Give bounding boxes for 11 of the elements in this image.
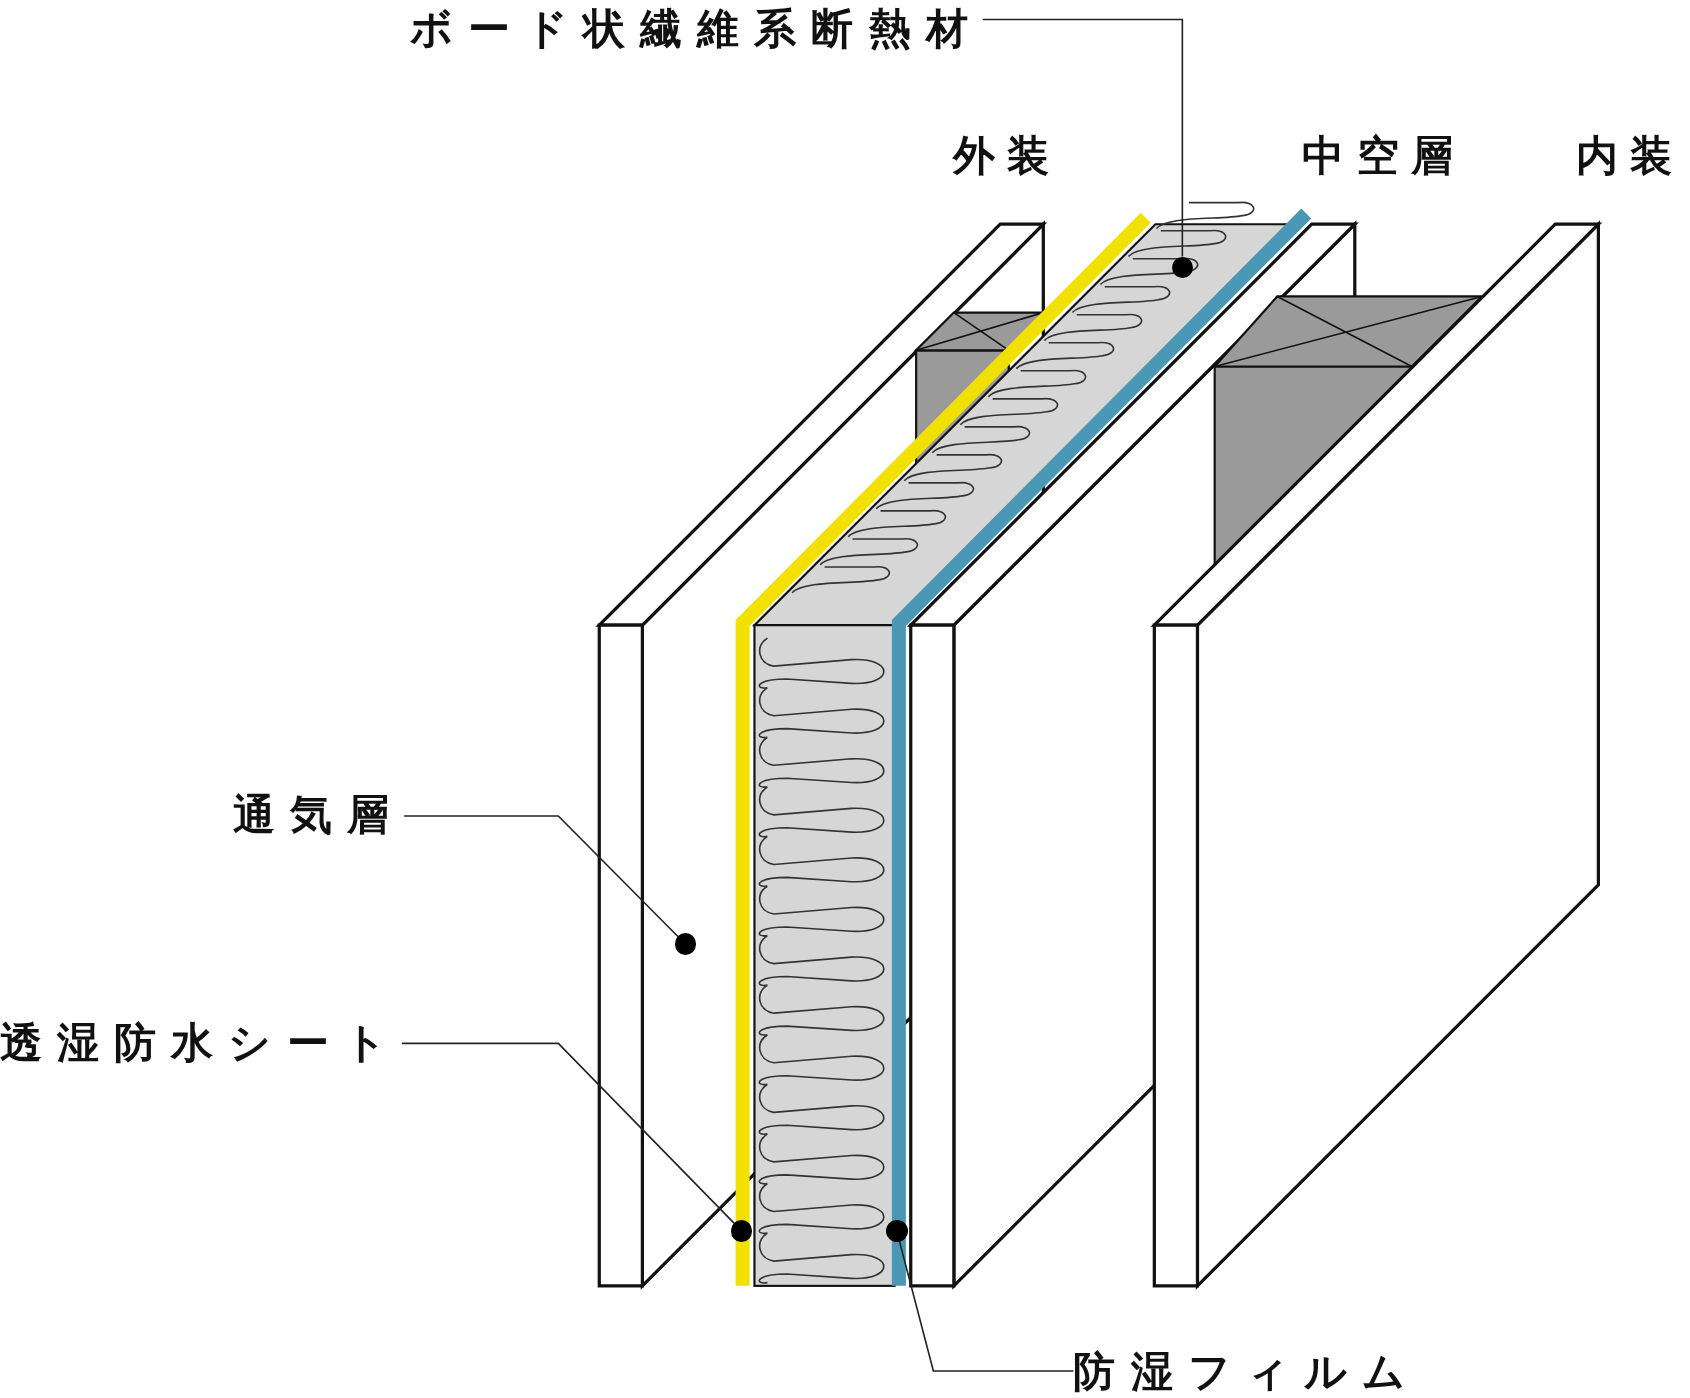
layer-label: 内装 <box>1575 134 1685 177</box>
leader-line <box>981 18 1184 258</box>
callout-label: 防湿フィルム <box>1073 1351 1421 1394</box>
leader-line <box>403 815 679 938</box>
layer-label: 外装 <box>952 134 1062 177</box>
callout-label: 通気層 <box>232 793 405 836</box>
layer-label: 中空層 <box>1302 134 1466 177</box>
leader-line <box>898 1240 1075 1372</box>
leader-line <box>401 1042 735 1224</box>
callout-label: 透湿防水シート <box>0 1022 402 1065</box>
callout-label: ボード状繊維系断熱材 <box>409 8 983 51</box>
